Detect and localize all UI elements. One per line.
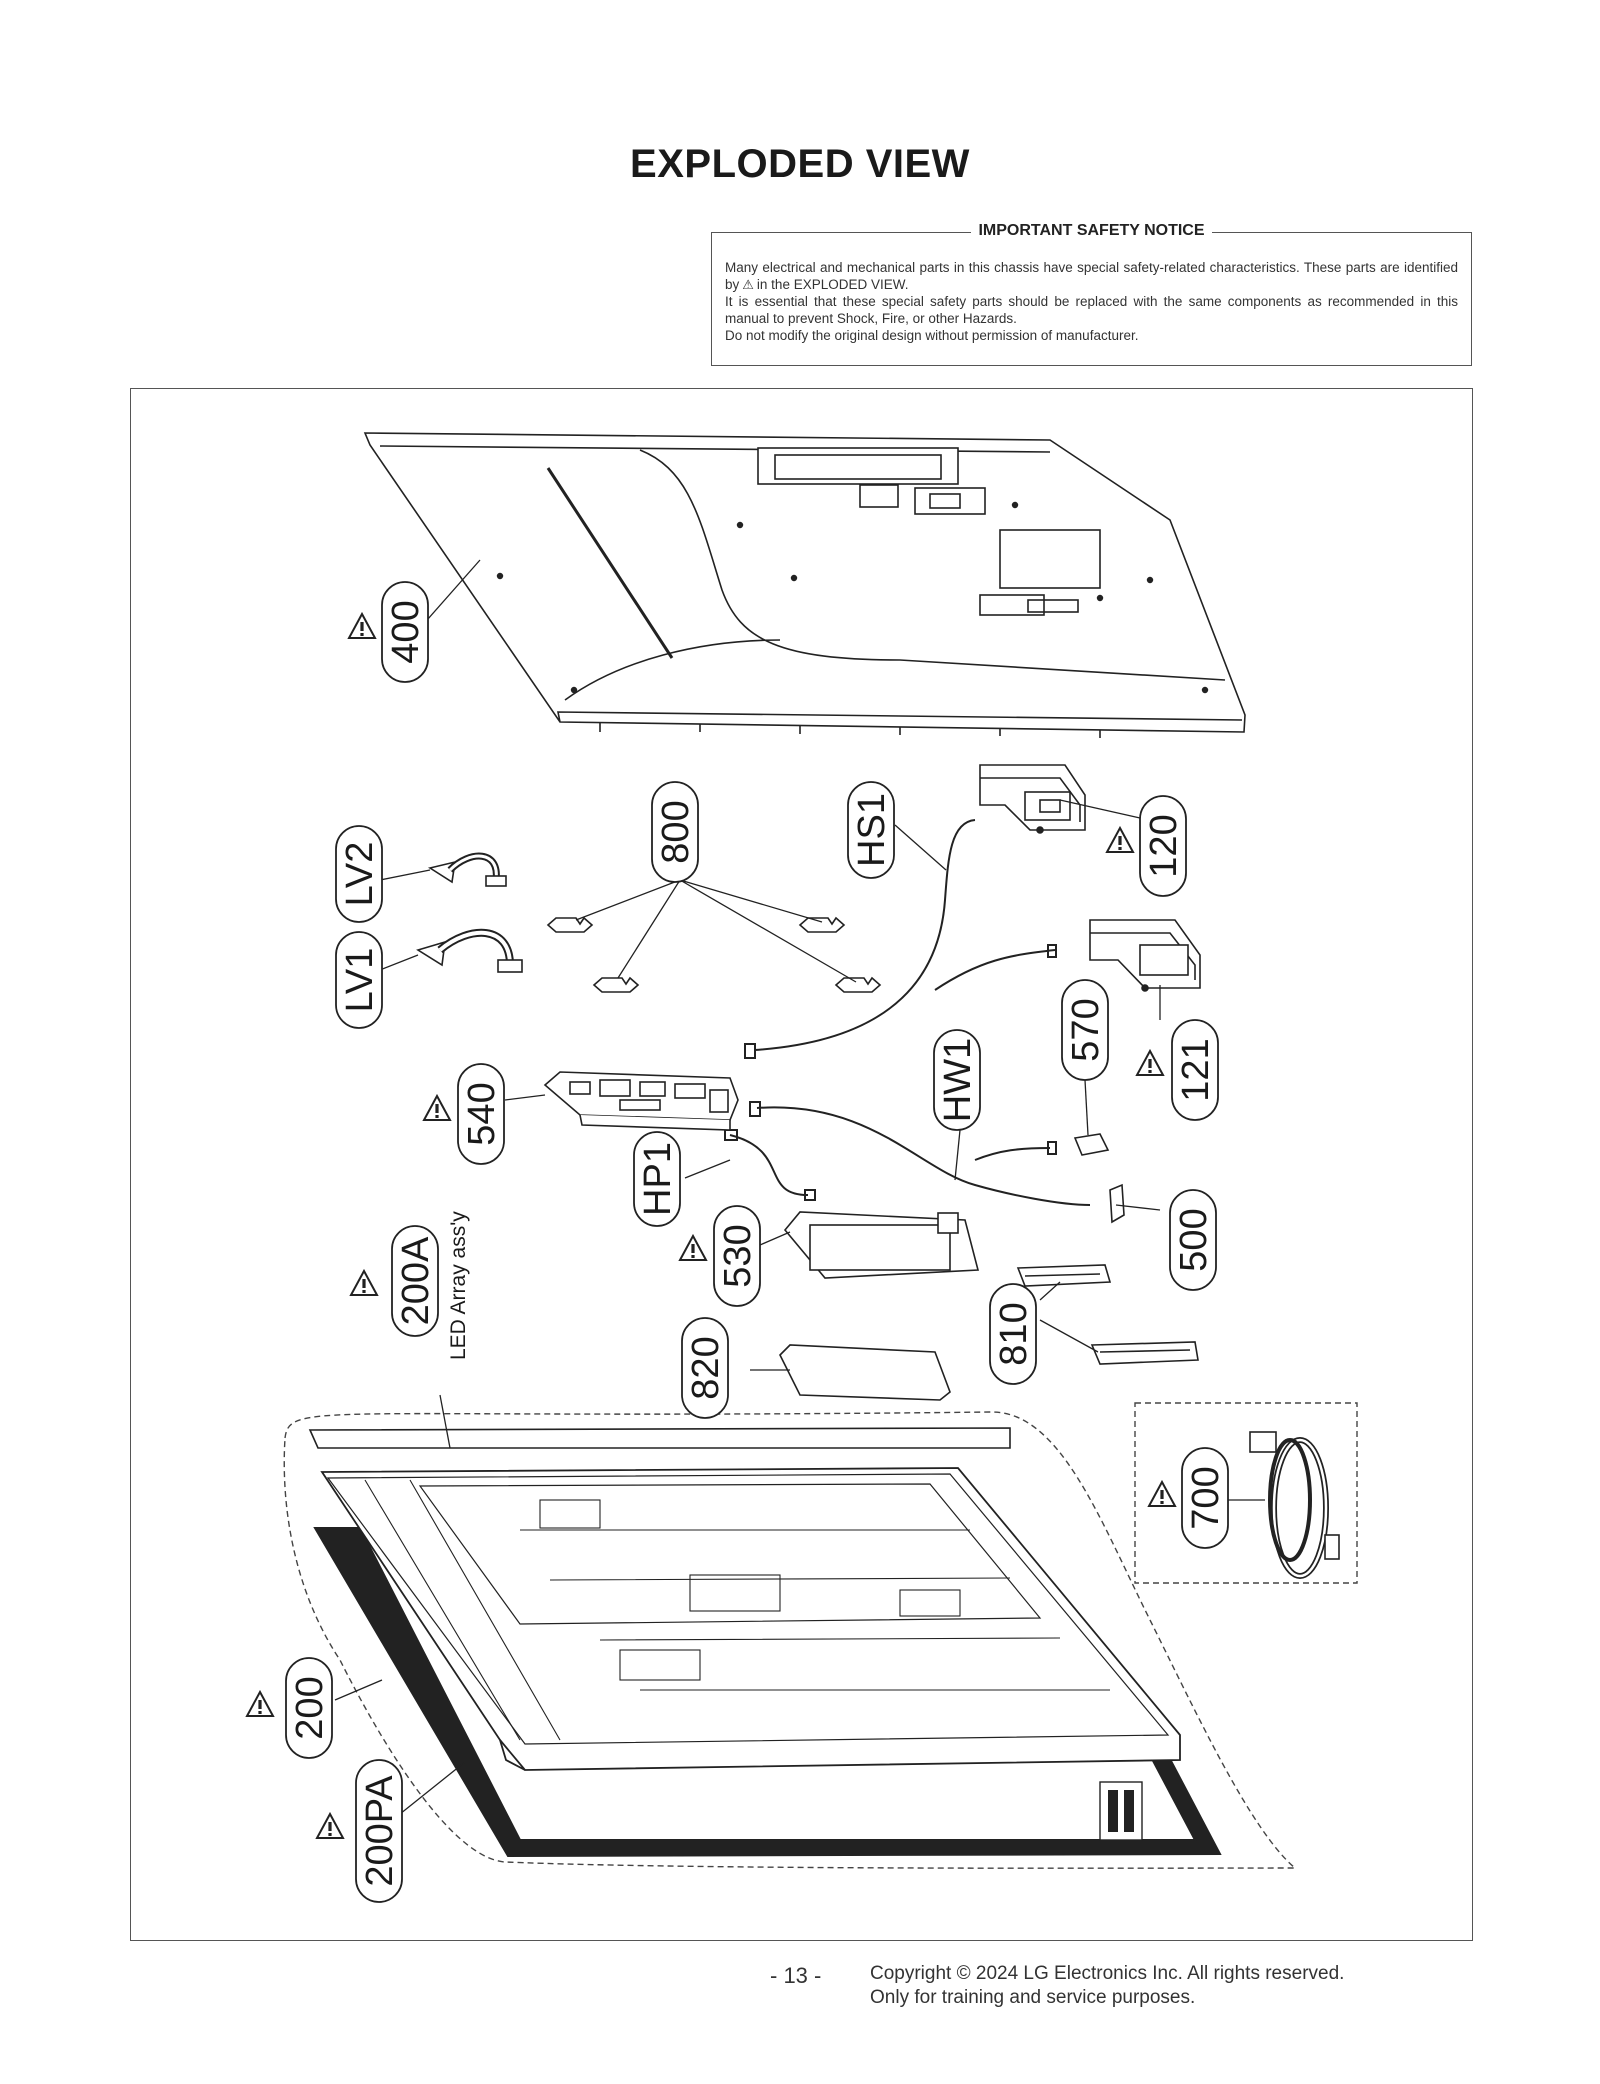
cable-harness (724, 819, 1091, 1206)
callout-700-bubble (1181, 1447, 1229, 1549)
notice-line1b: in the EXPLODED VIEW. (756, 277, 909, 292)
callout-540: 540 (461, 1082, 503, 1145)
callout-200a-bubble (391, 1225, 439, 1337)
warning-triangle-icon (1106, 827, 1134, 853)
callout-500-bubble (1169, 1189, 1217, 1291)
callout-200a: 200A (395, 1236, 437, 1325)
bracket-parts (546, 916, 882, 993)
callout-hp1-bubble (633, 1131, 681, 1227)
callout-200pa-bubble (355, 1759, 403, 1903)
callout-hp1: HP1 (637, 1142, 679, 1216)
callout-121-bubble (1171, 1019, 1219, 1121)
callout-lv1-bubble (335, 931, 383, 1029)
warning-triangle-icon (350, 1270, 378, 1296)
warning-triangle-icon (348, 613, 376, 639)
display-module-part (283, 1411, 1297, 1869)
callout-200pa: 200PA (359, 1775, 401, 1887)
insulator-sheet-part (779, 1344, 951, 1401)
led-array-label: LED Array ass'y (447, 1211, 470, 1360)
callout-400-bubble (381, 581, 429, 683)
warning-triangle-icon (316, 1813, 344, 1839)
callout-820-bubble (681, 1317, 729, 1419)
safety-notice-body: Many electrical and mechanical parts in … (725, 259, 1458, 344)
callout-700: 700 (1185, 1466, 1227, 1529)
callout-530: 530 (717, 1224, 759, 1287)
safety-notice-box: IMPORTANT SAFETY NOTICE Many electrical … (711, 222, 1472, 366)
lvds-cables (416, 852, 523, 973)
callout-hw1: HW1 (937, 1038, 979, 1122)
notice-line1a: Many electrical and mechanical parts in … (725, 260, 1458, 292)
speaker-brackets (1016, 1264, 1199, 1365)
power-board-part (783, 1211, 980, 1279)
notice-line3: Do not modify the original design withou… (725, 328, 1139, 343)
diagram-frame (130, 388, 1473, 1941)
warning-triangle-icon (246, 1691, 274, 1717)
callout-530-bubble (713, 1205, 761, 1307)
callout-120-bubble (1139, 795, 1187, 897)
callout-121: 121 (1175, 1038, 1217, 1101)
main-board-part (543, 1071, 739, 1131)
warning-triangle-icon (423, 1095, 451, 1121)
callout-lv2: LV2 (339, 842, 381, 907)
copyright-line: Copyright © 2024 LG Electronics Inc. All… (870, 1963, 1345, 1984)
warning-triangle-icon: ⚠ (742, 277, 754, 292)
callout-400: 400 (385, 600, 427, 663)
callout-820: 820 (685, 1336, 727, 1399)
warning-triangle-icon (679, 1235, 707, 1261)
callout-lv1: LV1 (339, 948, 381, 1013)
callout-hs1-bubble (847, 781, 895, 879)
purpose-line: Only for training and service purposes. (870, 1987, 1196, 2008)
callout-800: 800 (655, 800, 697, 863)
callout-200-bubble (285, 1657, 333, 1759)
callout-500: 500 (1173, 1208, 1215, 1271)
callout-lv2-bubble (335, 825, 383, 923)
callout-200: 200 (289, 1676, 331, 1739)
notice-line2: It is essential that these special safet… (725, 294, 1458, 326)
power-cord-part (1134, 1402, 1358, 1584)
callout-570-bubble (1061, 979, 1109, 1081)
callout-810-bubble (989, 1283, 1037, 1385)
speaker-part-121 (1089, 919, 1201, 992)
callout-570: 570 (1065, 998, 1107, 1061)
page-number: - 13 - (770, 1963, 822, 1988)
small-boards (1073, 1133, 1125, 1224)
exploded-view-diagram: 400 800 HS1 120 LV2 LV1 570 121 540 HW1 … (246, 432, 1358, 1903)
callout-hw1-bubble (933, 1029, 981, 1131)
safety-notice-title: IMPORTANT SAFETY NOTICE (971, 222, 1212, 239)
page-title: EXPLODED VIEW (630, 142, 970, 186)
warning-triangle-icon (1136, 1050, 1164, 1076)
callout-540-bubble (457, 1063, 505, 1165)
callout-810: 810 (993, 1302, 1035, 1365)
speaker-part-120 (979, 764, 1086, 834)
back-cover-part (363, 432, 1246, 738)
footer-copyright: Copyright © 2024 LG Electronics Inc. All… (870, 1962, 1344, 2010)
warning-triangle-icon (1148, 1481, 1176, 1507)
callout-hs1: HS1 (851, 793, 893, 867)
callout-120: 120 (1143, 814, 1185, 877)
callout-800-bubble (651, 781, 699, 883)
